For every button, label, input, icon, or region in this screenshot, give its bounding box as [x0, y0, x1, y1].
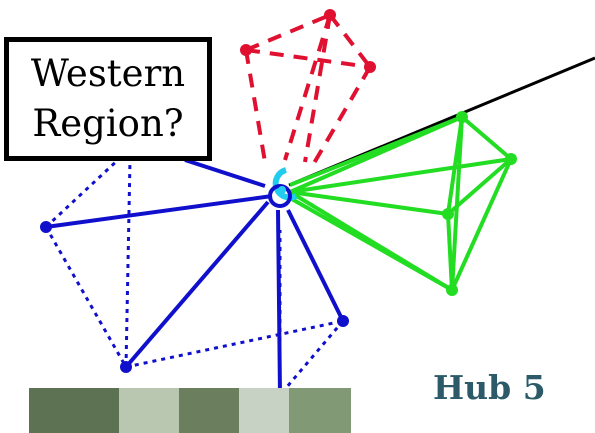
hub-node [268, 167, 298, 208]
callout-line-2: Region? [32, 102, 184, 145]
hub-title: Hub 5 [433, 368, 546, 407]
blue-cluster-dotted [44, 156, 345, 396]
blue-nodes [40, 221, 349, 401]
callout-line-1: Western [30, 52, 186, 95]
green-nodes [442, 111, 517, 296]
red-nodes [240, 9, 376, 73]
red-cluster [244, 13, 372, 172]
region-callout: Western Region? [4, 37, 212, 161]
green-cluster [288, 115, 513, 292]
tree-photo [29, 388, 351, 433]
